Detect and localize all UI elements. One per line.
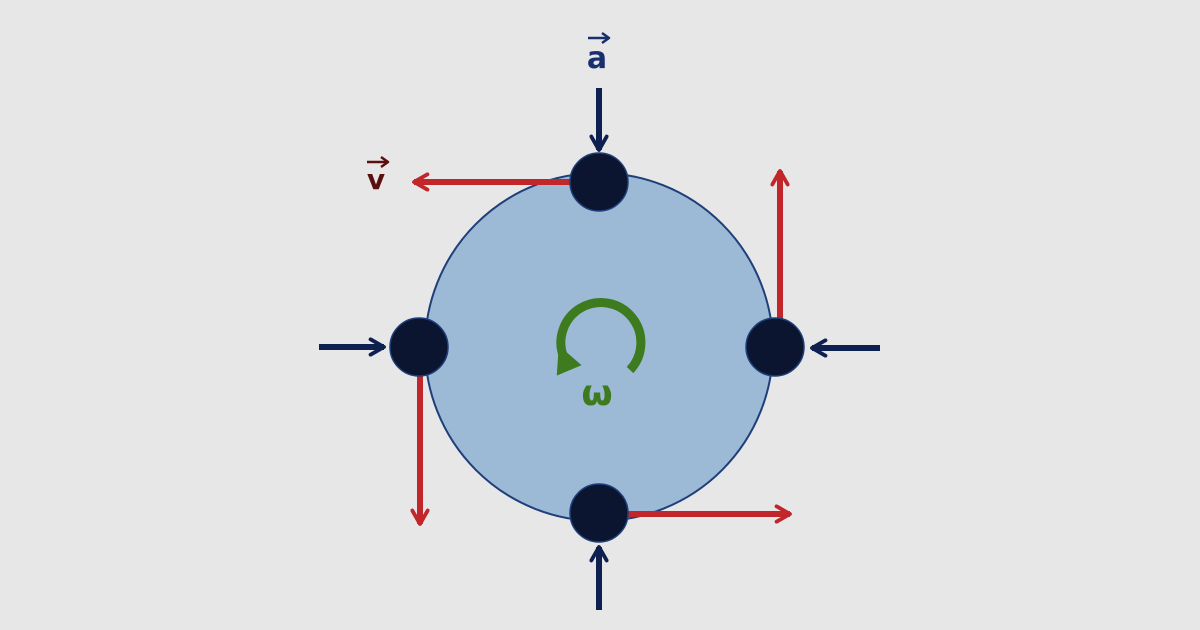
acceleration-vector-head-icon [601,31,611,45]
rotation-arrow-icon [556,298,646,376]
rotating-disk [424,172,774,522]
velocity-vector-head-icon [380,155,390,169]
mass-bottom [569,483,629,543]
velocity-label: v [367,163,385,196]
mass-left [389,317,449,377]
acceleration-label: a [587,41,607,76]
angular-velocity-label: ω [581,373,612,414]
mass-top [569,152,629,212]
mass-right [745,317,805,377]
